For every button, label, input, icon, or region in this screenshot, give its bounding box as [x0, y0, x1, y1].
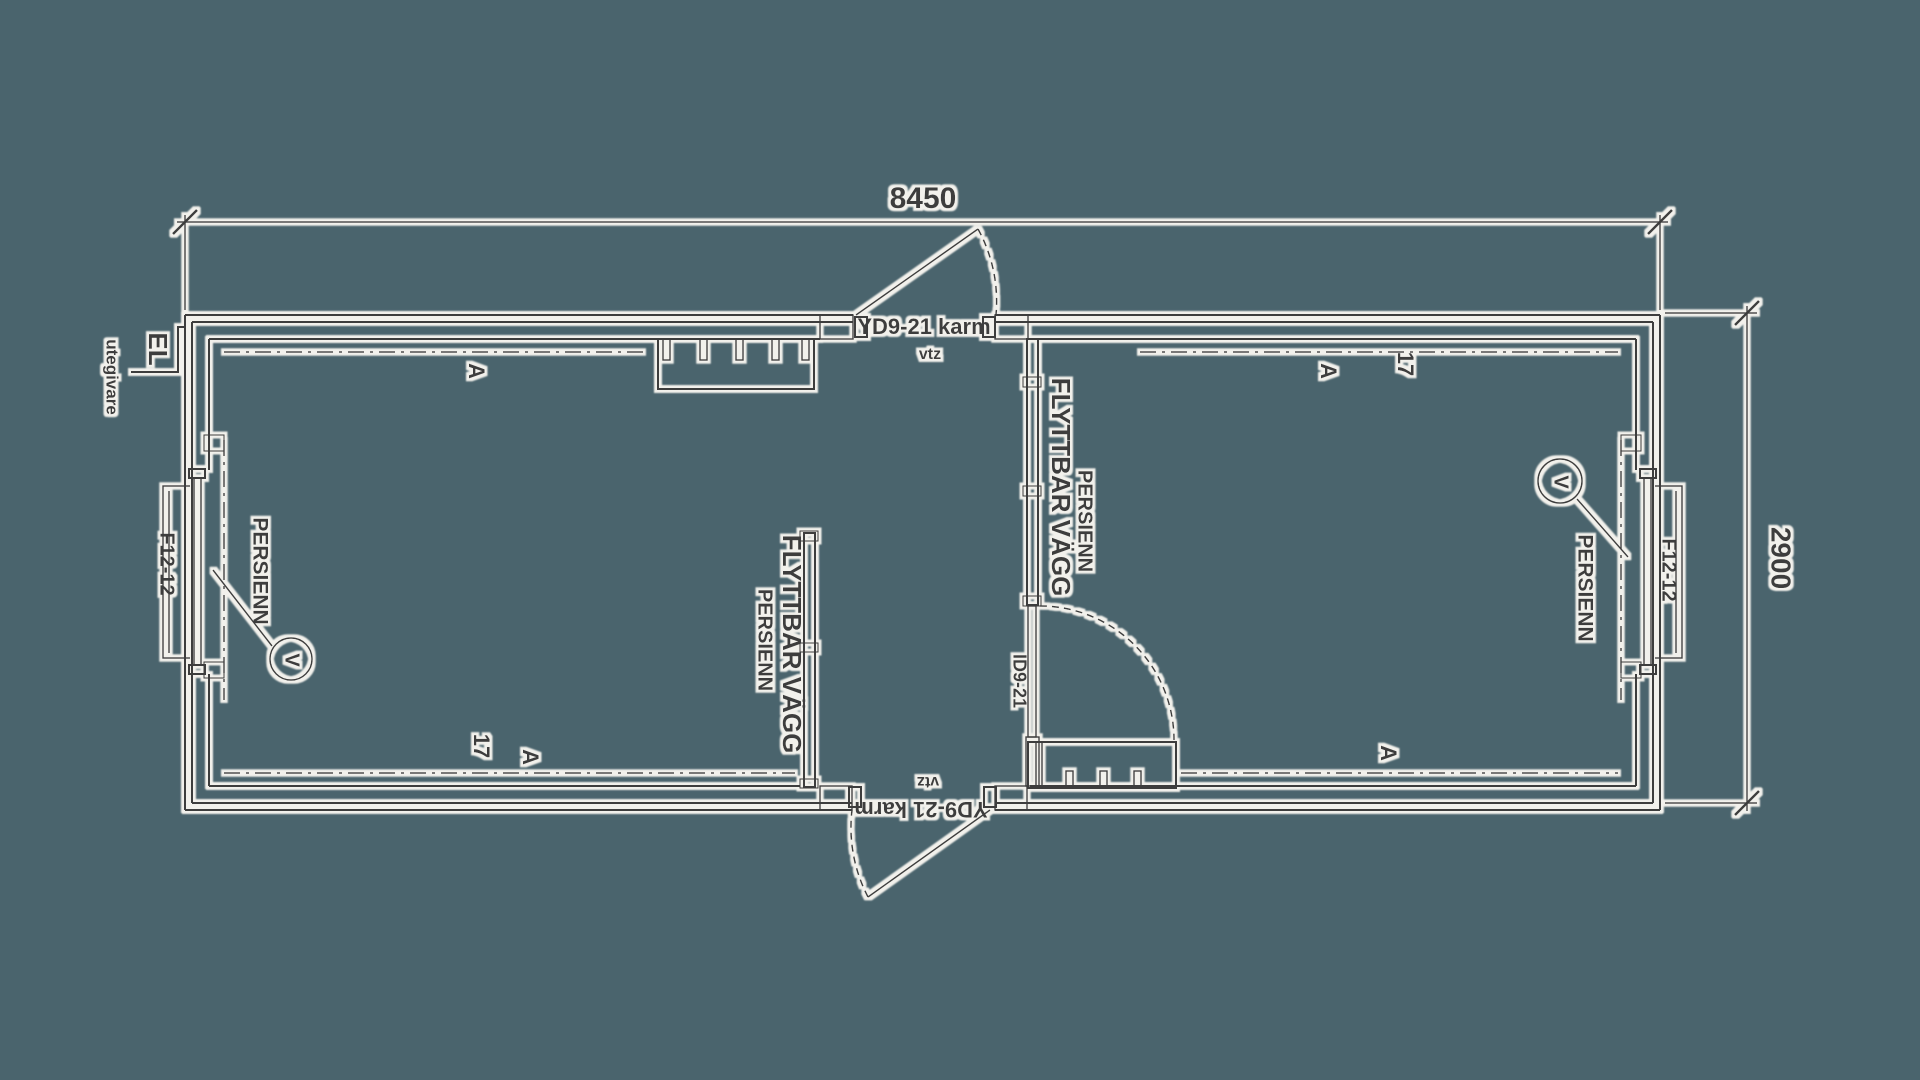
- door-bottom-label: YD9-21 karm: [854, 797, 987, 822]
- marker-a: A: [1316, 363, 1341, 379]
- entry-door-bottom: YD9-21 karm vtz: [819, 773, 1028, 898]
- marker-17: 17: [469, 734, 494, 758]
- movable-wall-upper: FLYTTBAR VÄGG PERSIENN: [1022, 338, 1096, 607]
- interior-door: ID9-21: [1009, 605, 1175, 787]
- marker-a: A: [1376, 745, 1401, 761]
- interior-door-label: ID9-21: [1009, 654, 1029, 708]
- door-jamb-hatch: [819, 785, 853, 811]
- window-right-label: F12-12: [1658, 538, 1680, 601]
- marker-a: A: [464, 363, 489, 379]
- door-jamb-hatch: [994, 785, 1028, 811]
- window-left-label: F12-12: [156, 532, 178, 595]
- leader-line: [212, 569, 273, 647]
- door-jamb-hatch: [819, 314, 854, 340]
- window-right: F12-12 PERSIENN V: [1537, 434, 1683, 679]
- vent-circle: [269, 637, 313, 681]
- dimension-height: 2900: [1665, 300, 1797, 816]
- entry-door-top: YD9-21 karm vtz: [819, 228, 1029, 363]
- door-top-sublabel: vtz: [919, 346, 941, 363]
- persienn-label: PERSIENN: [1074, 470, 1096, 572]
- door-jamb-hatch: [994, 314, 1029, 340]
- door-frame-symbol: [848, 786, 862, 808]
- vent-circle: [1537, 458, 1583, 504]
- electrical-symbol: EL utegivare: [103, 326, 186, 415]
- dim-width-label: 8450: [890, 182, 957, 215]
- movable-wall-label: FLYTTBAR VÄGG: [1046, 378, 1076, 597]
- door-frame-symbol: [983, 786, 997, 808]
- door-leaf: [867, 809, 991, 898]
- cabinet-top: [657, 338, 815, 390]
- persienn-label: PERSIENN: [1573, 534, 1596, 641]
- vent-symbol: V: [281, 653, 303, 667]
- door-frame-symbol: [982, 316, 996, 338]
- blind-indication-lines: [223, 351, 1622, 774]
- dim-height-label: 2900: [1766, 527, 1797, 589]
- movable-wall-label: FLYTTBAR VÄGG: [777, 535, 807, 754]
- outdoor-sensor-label: utegivare: [103, 339, 122, 415]
- outer-walls: [184, 314, 1661, 811]
- marker-17: 17: [1393, 352, 1418, 376]
- movable-wall-lower: FLYTTBAR VÄGG PERSIENN: [754, 530, 819, 789]
- door-top-label: YD9-21 karm: [857, 314, 990, 339]
- el-label: EL: [143, 332, 173, 365]
- persienn-label: PERSIENN: [754, 589, 776, 691]
- vent-symbol: V: [1550, 475, 1572, 489]
- door-swing-arc: [1039, 605, 1175, 741]
- door-swing-arc: [977, 228, 998, 316]
- window-left: F12-12 PERSIENN V: [156, 434, 313, 681]
- leader-line: [1576, 498, 1629, 558]
- cabinet-bottom: [1027, 741, 1177, 789]
- dimension-width: 8450: [172, 182, 1673, 310]
- door-leaf: [855, 228, 979, 316]
- marker-a: A: [518, 749, 543, 765]
- persienn-label: PERSIENN: [248, 517, 271, 624]
- door-frame-symbol: [854, 316, 868, 338]
- wall-type-markers: A A 17 17 A A: [464, 352, 1418, 765]
- door-bottom-sublabel: vtz: [917, 773, 939, 790]
